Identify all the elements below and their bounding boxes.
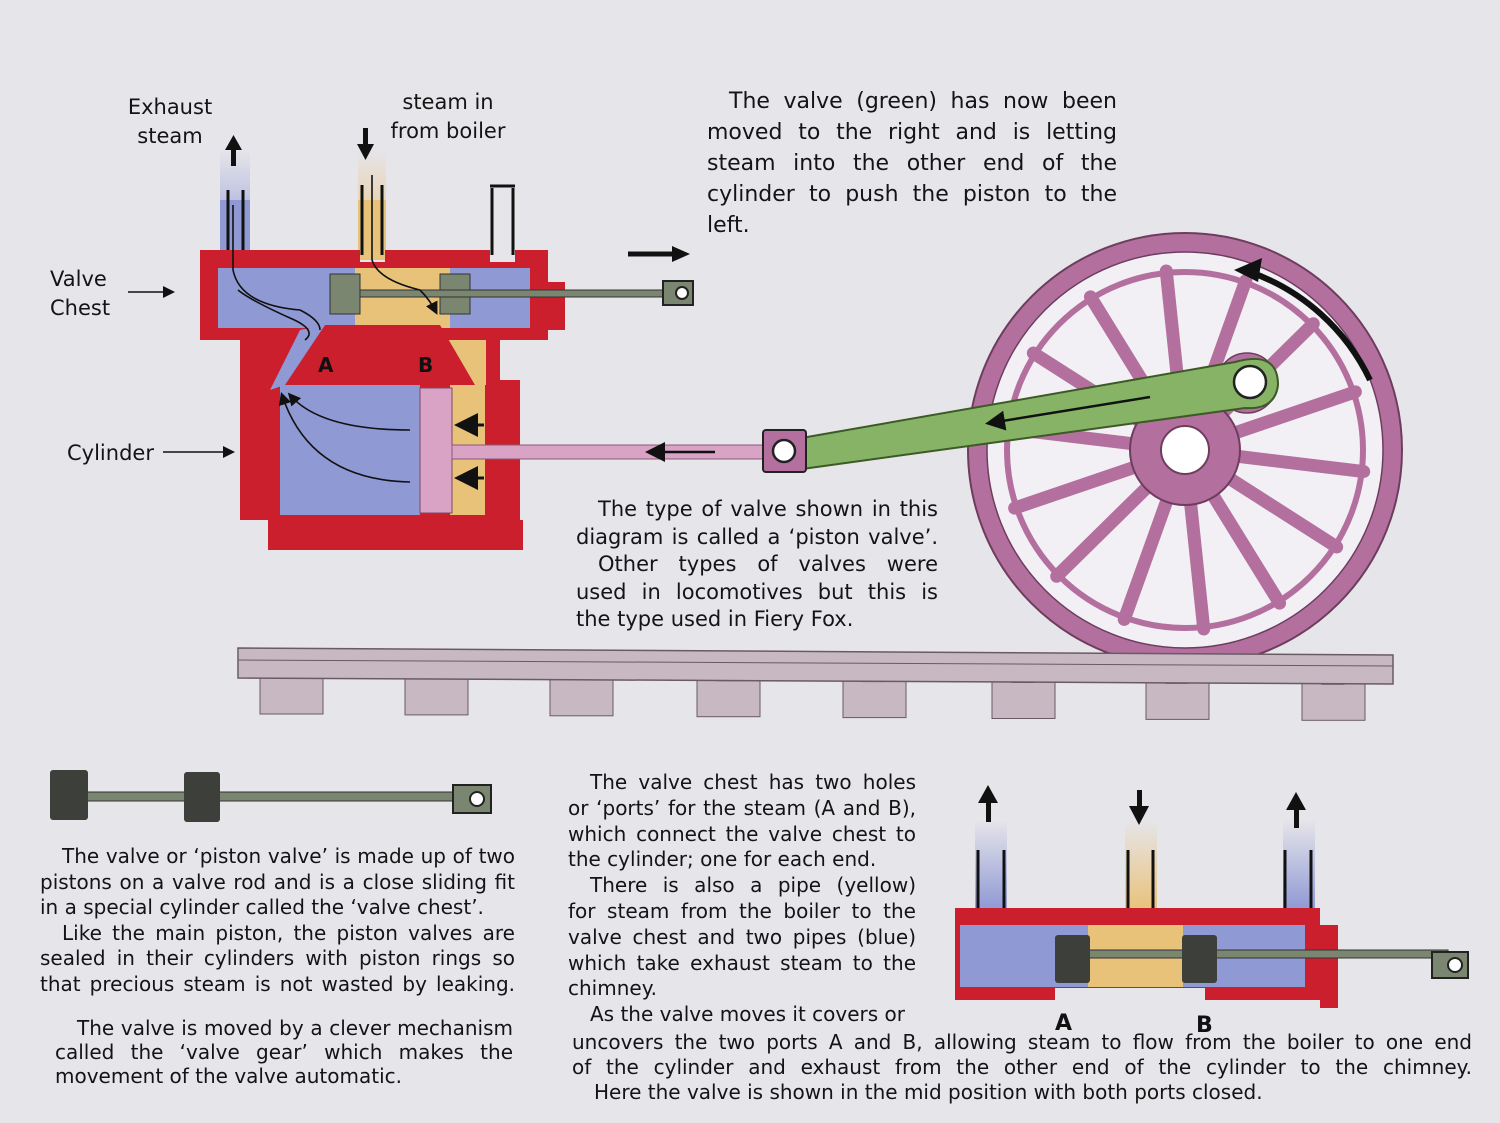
exhaust-steam-label: Exhaust steam (127, 95, 213, 148)
valve-piston-left (329, 273, 361, 315)
text-bottom-center: The valve chest has two holes or ‘ports’… (568, 770, 916, 1027)
port-block (285, 325, 475, 385)
steam-in-label: steam in from boiler (390, 90, 506, 143)
rail-sleeper (991, 680, 1056, 719)
exhaust-up-arrow (225, 135, 242, 166)
port-a-label: A (318, 353, 334, 377)
valve-rod (359, 289, 666, 298)
wheel-spoke (1222, 471, 1344, 554)
port-b-label: B (418, 353, 433, 377)
piston-rod (451, 444, 778, 460)
rotation-arrow (1249, 269, 1373, 382)
driving-wheel (967, 232, 1403, 668)
text-middle: The type of valve shown in this diagram … (576, 497, 938, 631)
wheel-spoke (1227, 385, 1362, 440)
rail-track (237, 647, 1394, 721)
valve-chest-label: Valve Chest (50, 267, 111, 320)
rail-sleeper (404, 676, 469, 716)
main-piston (419, 387, 453, 514)
piston-valve-illustration (50, 770, 492, 822)
rail-sleeper (842, 679, 907, 719)
cylinder-label: Cylinder (67, 441, 154, 465)
text-bottom-wide: uncovers the two ports A and B, allowing… (572, 1030, 1472, 1104)
wheel-spoke (1230, 449, 1371, 479)
crosshead (762, 429, 807, 473)
rail-sleeper (549, 677, 614, 717)
wheel-spoke (1050, 479, 1155, 583)
wheel-spoke (1205, 487, 1287, 610)
wheel-spoke (1008, 460, 1143, 515)
port-a-label-bottom: A (1055, 1011, 1072, 1036)
rail-sleeper (1145, 680, 1210, 720)
wheel-spoke (1117, 492, 1174, 626)
main-cylinder-assembly (200, 128, 778, 550)
rail-sleeper (1301, 681, 1366, 721)
rail-sleeper (259, 675, 324, 715)
port-b-label-bottom: B (1196, 1013, 1213, 1038)
wheel-spoke (1183, 495, 1211, 636)
rail-sleeper (696, 678, 761, 718)
text-top-right: The valve (green) has now been moved to … (707, 89, 1117, 238)
connecting-rod (788, 357, 1280, 472)
text-bottom-left-2: The valve is moved by a clever mechanism… (55, 1016, 513, 1088)
text-bottom-left-1: The valve or ‘piston valve’ is made up o… (40, 844, 515, 996)
valve-chest-mid-illustration (955, 785, 1469, 1008)
valve-direction-arrow (628, 246, 690, 262)
steam-down-arrow (357, 128, 374, 160)
